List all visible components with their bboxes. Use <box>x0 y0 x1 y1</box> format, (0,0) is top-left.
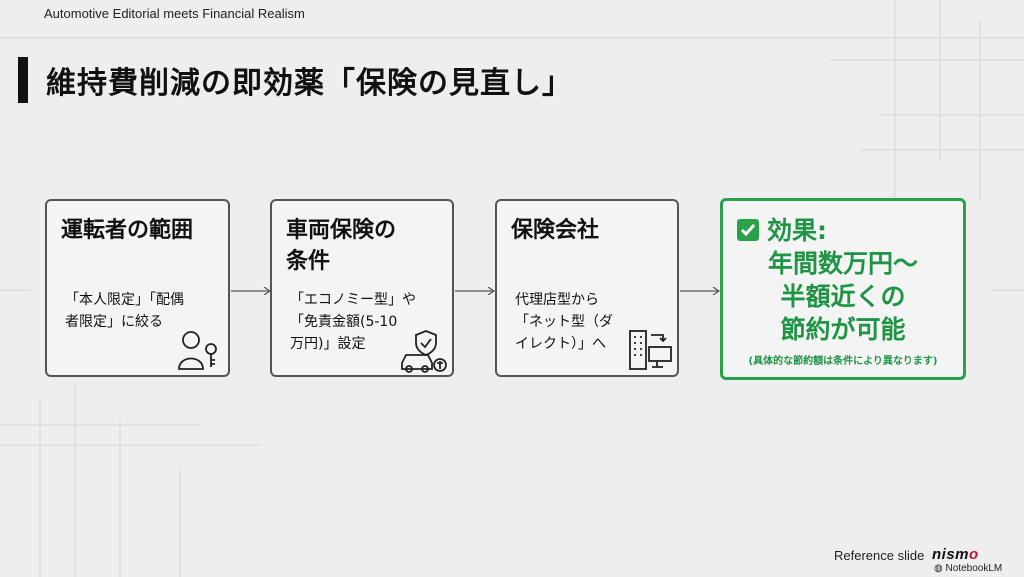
result-note: (具体的な節約額は条件により異なります) <box>748 356 938 367</box>
title-accent-bar <box>18 57 28 103</box>
brand-logo: nismo <box>932 546 979 563</box>
card-body: 「エコノミー型」や 「免責金額(5-10 万円)」設定 <box>290 292 416 352</box>
result-main-text: 年間数万円〜 半額近くの 節約が可能 <box>767 249 918 344</box>
page-title: 維持費削減の即効薬「保険の見直し」 <box>46 66 573 101</box>
notebooklm-icon: ◍ <box>934 563 946 574</box>
office-to-computer-icon <box>629 330 672 370</box>
card-insurance-company: 保険会社 代理店型から 「ネット型（ダ イレクト）」へ <box>495 199 679 377</box>
result-card: 効果: 年間数万円〜 半額近くの 節約が可能 (具体的な節約額は条件により異なり… <box>720 198 966 380</box>
card-title: 車両保険の 条件 <box>286 218 397 274</box>
flow-arrow <box>231 287 271 295</box>
result-heading: 効果: <box>767 216 827 245</box>
reference-label: Reference slide <box>834 548 925 563</box>
flow-arrow <box>455 287 495 295</box>
car-shield-coin-icon <box>401 330 447 373</box>
header-label: Automotive Editorial meets Financial Rea… <box>44 6 305 21</box>
flow-arrow <box>680 287 720 295</box>
card-body: 代理店型から 「ネット型（ダ イレクト）」へ <box>515 292 613 352</box>
card-vehicle-insurance: 車両保険の 条件 「エコノミー型」や 「免責金額(5-10 万円)」設定 <box>270 199 454 377</box>
check-icon <box>737 219 759 241</box>
card-driver-scope: 運転者の範囲 「本人限定」「配偶 者限定」に絞る <box>45 199 230 377</box>
notebooklm-label: ◍ NotebookLM <box>934 563 1003 574</box>
driver-with-key-icon <box>178 331 217 370</box>
card-title: 保険会社 <box>511 218 600 243</box>
card-title: 運転者の範囲 <box>61 218 194 243</box>
card-body: 「本人限定」「配偶 者限定」に絞る <box>65 292 184 330</box>
